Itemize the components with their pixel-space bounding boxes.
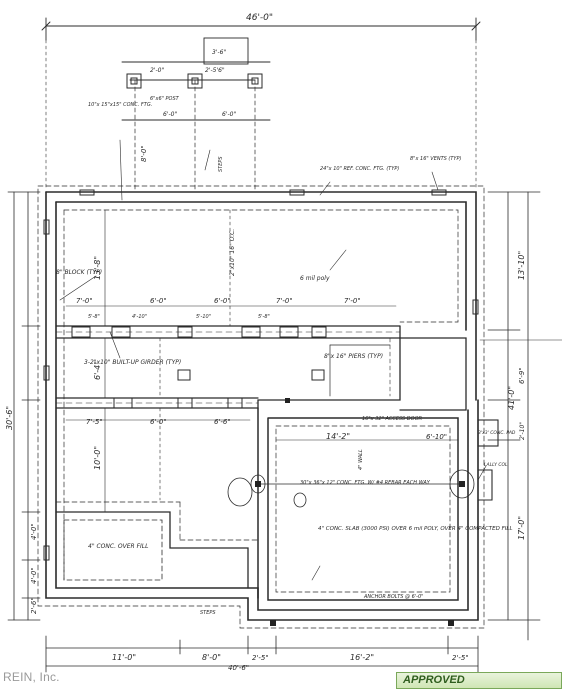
porch-post-footings: [126, 73, 263, 89]
dim-left-overall: 30'-6": [5, 406, 14, 430]
approved-stamp-label: APPROVED: [403, 674, 465, 686]
note-cone-ftg: 10"x 15"x15" CONC. FTG.: [88, 102, 152, 108]
note-steps: STEPS: [200, 610, 216, 616]
garage-footing-dashed: [275, 425, 451, 593]
girder-piers: [71, 326, 327, 409]
dim-stoop-b: 2'-5'6": [205, 67, 225, 74]
lally-columns: [255, 398, 465, 626]
note-wall: 4" WALL: [358, 449, 364, 470]
dim-stoop-width: 3'-6": [212, 49, 226, 56]
dim-right-overall: 41'-0": [507, 386, 516, 410]
watermark: REIN, Inc.: [3, 670, 60, 684]
dim-left-2: 6'-4": [93, 361, 102, 380]
dim-right-3: 2'-10": [519, 422, 526, 440]
interior-dimension-lines: [65, 209, 459, 513]
dim-right-2: 6'-9": [518, 367, 526, 384]
dim-stoop-a: 2'-0": [150, 67, 164, 74]
conc-pad: [477, 419, 499, 501]
dim-bottom-4: 16'-2": [350, 653, 374, 662]
dim-bottom-2: 8'-0": [202, 653, 221, 662]
dim-bottom-total: 40'-6": [228, 664, 249, 672]
note-steps-top: STEPS: [218, 156, 224, 172]
dim-beam-4: 7'-0": [276, 297, 293, 305]
foundation-outer-wall: [45, 191, 479, 621]
dim-garage-right: 6'-10": [426, 433, 447, 441]
bearing-footings: [227, 469, 475, 508]
dim-left-3: 10'-0": [93, 446, 102, 470]
dim-right-4: 17'-0": [517, 516, 526, 540]
bottom-dimension-lines: [45, 635, 479, 673]
left-dimension-lines: [7, 191, 41, 621]
dim-beam-1: 7'-0": [76, 297, 93, 305]
tick-a: 5'-8": [88, 314, 100, 320]
note-block: 8" BLOCK (TYP): [56, 269, 102, 276]
girder-lines: [55, 325, 401, 409]
note-joist: 2"x10" 16" O.C.: [229, 229, 236, 276]
dim-row2-2: 6'-0": [150, 418, 167, 426]
dim-right-1: 13'-10": [517, 251, 526, 280]
tick-c: 5'-10": [196, 314, 211, 320]
dim-left-4: 4'-0": [30, 523, 38, 540]
dim-stoop-c: 6'-0": [163, 111, 177, 118]
dim-row2-3: 6'-6": [214, 418, 231, 426]
note-poly: 6 mil poly: [300, 275, 330, 282]
note-vents: 8"x 16" VENTS (TYP): [410, 156, 461, 162]
dim-overall-top: 46'-0": [246, 13, 273, 23]
dim-beam-3: 6'-0": [214, 297, 231, 305]
dim-left-6: 2'-6": [30, 597, 38, 614]
note-leaders: [59, 149, 487, 581]
note-anchor: ANCHOR BOLTS @ 6'-0": [363, 594, 423, 600]
tick-d: 5'-8": [258, 314, 270, 320]
dim-left-5: 4'-0": [30, 567, 38, 584]
dim-bottom-1: 11'-0": [112, 653, 136, 662]
note-post: 6"x6" POST: [150, 96, 180, 102]
note-pier: 8"x 16" PIERS (TYP): [324, 353, 383, 360]
foundation-footing-dashed: [37, 185, 485, 629]
dim-bottom-3: 2'-5": [252, 654, 269, 662]
note-access: 16"x 32" ACCESS DOOR: [362, 416, 422, 422]
dim-stoop-depth: 8'-0": [140, 145, 148, 162]
note-slab: 4" CONC. SLAB (3000 PSI) OVER 6 mil POLY…: [318, 526, 513, 532]
note-bearing: 30"x 36"x 12" CONC. FTG. W/ #4 REBAR EAC…: [300, 480, 431, 486]
stoop-outline: [119, 37, 271, 201]
lower-left-porch: [55, 501, 259, 589]
dim-row2-1: 7'-5": [86, 418, 103, 426]
note-footing-top: 24"x 10" REF. CONC. FTG. (TYP): [320, 166, 399, 172]
garage-wall: [257, 407, 459, 601]
dim-stoop-d: 6'-0": [222, 111, 236, 118]
dim-garage-width: 14'-2": [326, 432, 350, 441]
dim-bottom-5: 2'-5": [452, 654, 469, 662]
note-lally: LALLY COL: [484, 462, 508, 468]
note-girder: 3-2"x10" BUILT-UP GIRDER (TYP): [84, 359, 181, 366]
tick-b: 4'-10": [132, 314, 147, 320]
note-conc-pad: 3'x3' CONC. PAD: [478, 430, 516, 436]
top-dimension-line: [41, 17, 481, 191]
note-conc-over-fill: 4" CONC. OVER FILL: [88, 543, 149, 550]
right-dimension-lines: [479, 191, 562, 641]
wall-vents: [43, 189, 479, 561]
approved-stamp: APPROVED: [396, 672, 562, 689]
dim-left-1: 13'-8": [93, 256, 102, 280]
dim-beam-2: 6'-0": [150, 297, 167, 305]
dim-beam-5: 7'-0": [344, 297, 361, 305]
